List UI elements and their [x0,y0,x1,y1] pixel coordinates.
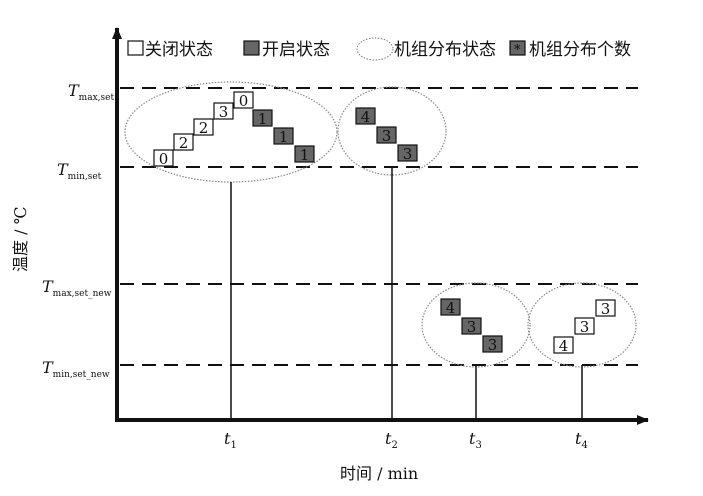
unit-count: 3 [219,103,229,121]
time-tick-label: t1 [224,429,237,451]
time-tick-label: t2 [385,429,398,451]
unit-count: 0 [159,150,169,168]
open-state-swatch [243,40,260,56]
closed-state-swatch [127,40,144,56]
unit-count: 4 [446,299,456,317]
unit-count: 3 [580,318,590,336]
distribution-ellipse-swatch [356,37,394,61]
open-unit-box [461,317,482,335]
threshold-label: Tmin,set_new [42,358,110,380]
unit-count: 3 [488,336,498,354]
closed-unit-box [153,149,174,167]
unit-count: 3 [403,145,413,163]
legend: 关闭状态 开启状态 机组分布状态 * 机组分布个数 [127,37,631,61]
closed-unit-box [574,317,595,335]
closed-unit-box [553,336,574,354]
threshold-label: Tmin,set [57,160,102,182]
legend-open-label: 开启状态 [262,40,330,60]
time-tick-label: t3 [469,429,482,451]
threshold-label: Tmax,set [68,81,114,103]
y-axis-label: 温度 / ℃ [11,207,30,272]
x-axis-label: 时间 / min [340,464,418,483]
legend-closed-label: 关闭状态 [145,40,213,60]
open-unit-box [294,145,315,163]
count-marker: * [514,43,521,58]
open-unit-box [355,107,376,125]
distribution-count-swatch [509,40,526,56]
unit-count: 1 [258,110,268,128]
closed-unit-box [193,118,214,136]
unit-count: 3 [467,318,477,336]
legend-distribution-state-label: 机组分布状态 [394,40,496,60]
unit-count: 1 [300,146,310,164]
unit-count: 4 [559,337,569,355]
unit-count: 0 [239,92,249,110]
unit-count: 3 [601,300,611,318]
closed-unit-box [233,91,254,109]
open-unit-box [252,109,273,127]
open-unit-box [273,127,294,145]
distribution-ellipse [337,86,447,176]
time-tick-label: t4 [575,429,588,451]
open-unit-box [440,298,461,316]
unit-count: 3 [382,127,392,145]
threshold-label: Tmax,set_new [42,277,112,299]
unit-count: 4 [361,108,371,126]
closed-unit-box [213,102,234,120]
legend-distribution-count-label: 机组分布个数 [529,40,631,60]
open-unit-box [397,144,418,162]
open-unit-box [376,126,397,144]
unit-count: 1 [279,128,289,146]
closed-unit-box [595,299,616,317]
open-unit-box [482,335,503,353]
closed-unit-box [173,133,194,151]
unit-count: 2 [199,119,209,137]
unit-count: 2 [179,134,189,152]
